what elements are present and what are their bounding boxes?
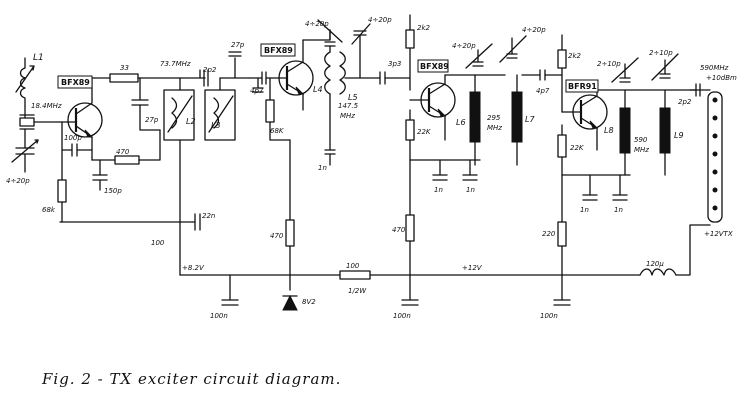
inductor-label-l8: L8	[604, 126, 614, 135]
value-freq-295-b: MHz	[487, 124, 502, 132]
value-r470-a: 470	[116, 148, 130, 156]
value-freq-1475-a: 147.5	[338, 102, 359, 110]
inductor-label-l2: L2	[186, 117, 196, 126]
value-out-power: +10dBm	[706, 74, 737, 82]
value-1n-d: 1n	[580, 206, 589, 214]
transistor-label-q4: BFR91	[568, 82, 597, 91]
value-r68k-b: 68K	[270, 127, 285, 135]
value-27p-a: 27p	[145, 116, 159, 124]
inductor-label-l1: L1	[33, 53, 44, 63]
value-82v: +8.2V	[182, 264, 205, 272]
value-1n-e: 1n	[614, 206, 623, 214]
value-120u: 120µ	[646, 260, 664, 268]
value-4p7-a: 4p7	[250, 87, 264, 95]
value-3p3: 3p3	[388, 60, 401, 68]
value-r470-c: 470	[392, 226, 406, 234]
value-r100-a: 100	[151, 239, 165, 247]
multiplier-stage-1	[221, 19, 371, 311]
value-freq-590-a: 590	[634, 136, 648, 144]
value-1n-c: 1n	[466, 186, 475, 194]
value-zener: 8V2	[302, 298, 316, 306]
value-r33: 33	[120, 64, 129, 72]
value-150p: 150p	[104, 187, 122, 195]
value-freq-590-b: MHz	[634, 146, 649, 154]
value-r470-b: 470	[270, 232, 284, 240]
value-27p-b: 27p	[231, 41, 245, 49]
value-100n-b: 100n	[393, 312, 411, 320]
value-out-freq: 590MHz	[700, 64, 729, 72]
value-2-10-b: 2÷10p	[649, 49, 673, 57]
value-r100-power: 1/2W	[348, 287, 367, 295]
value-4-20-e: 4÷20p	[522, 26, 546, 34]
inductor-label-l3: L3	[211, 121, 221, 130]
oscillator-stage	[11, 57, 181, 223]
value-r68k-a: 68k	[42, 206, 56, 214]
value-2p2-b: 2p2	[678, 98, 692, 106]
value-12v: +12V	[462, 264, 483, 272]
multiplier-stage-2	[344, 14, 563, 306]
value-1n-a: 1n	[318, 164, 327, 172]
amplifier-stage-bfr91	[553, 34, 701, 306]
inductor-label-l9: L9	[674, 131, 684, 140]
value-4-20-c: 4÷20p	[368, 16, 392, 24]
value-r100-b: 100	[346, 262, 360, 270]
value-r220: 220	[542, 230, 556, 238]
value-2k2-b: 2k2	[568, 52, 582, 60]
value-4-20-d: 4÷20p	[452, 42, 476, 50]
value-freq-1475-b: MHz	[340, 112, 355, 120]
value-100n-a: 100n	[210, 312, 228, 320]
transistor-label-q3: BFX89	[420, 62, 449, 71]
value-freq-295-a: 295	[487, 114, 501, 122]
value-crystal: 18.4MHz	[31, 102, 62, 110]
value-12vtx: +12VTX	[704, 230, 733, 238]
value-2-10-a: 2÷10p	[597, 60, 621, 68]
inductor-label-l6: L6	[456, 118, 466, 127]
value-22n: 22n	[202, 212, 215, 220]
value-22k-b: 22K	[570, 144, 585, 152]
value-2p2-a: 2p2	[203, 66, 217, 74]
transistor-label-q2: BFX89	[264, 46, 293, 55]
value-22k-a: 22K	[417, 128, 432, 136]
value-4p7-b: 4p7	[536, 87, 550, 95]
figure-caption: Fig. 2 - TX exciter circuit diagram.	[41, 370, 341, 388]
value-trimmer-1: 4÷20p	[6, 177, 30, 185]
value-1n-b: 1n	[434, 186, 443, 194]
inductor-label-l5: L5	[348, 93, 358, 102]
value-100p: 100p	[64, 134, 82, 142]
value-100n-c: 100n	[540, 312, 558, 320]
value-freq-73: 73.7MHz	[160, 60, 191, 68]
value-4-20-b: 4÷20p	[305, 20, 329, 28]
filter-73mhz	[163, 51, 251, 231]
inductor-label-l7: L7	[525, 115, 535, 124]
inductor-label-l4: L4	[313, 85, 323, 94]
output-connector	[689, 83, 723, 223]
supply-rail	[59, 221, 711, 276]
value-2k2-a: 2k2	[417, 24, 431, 32]
transistor-label-q1: BFX89	[61, 78, 90, 87]
